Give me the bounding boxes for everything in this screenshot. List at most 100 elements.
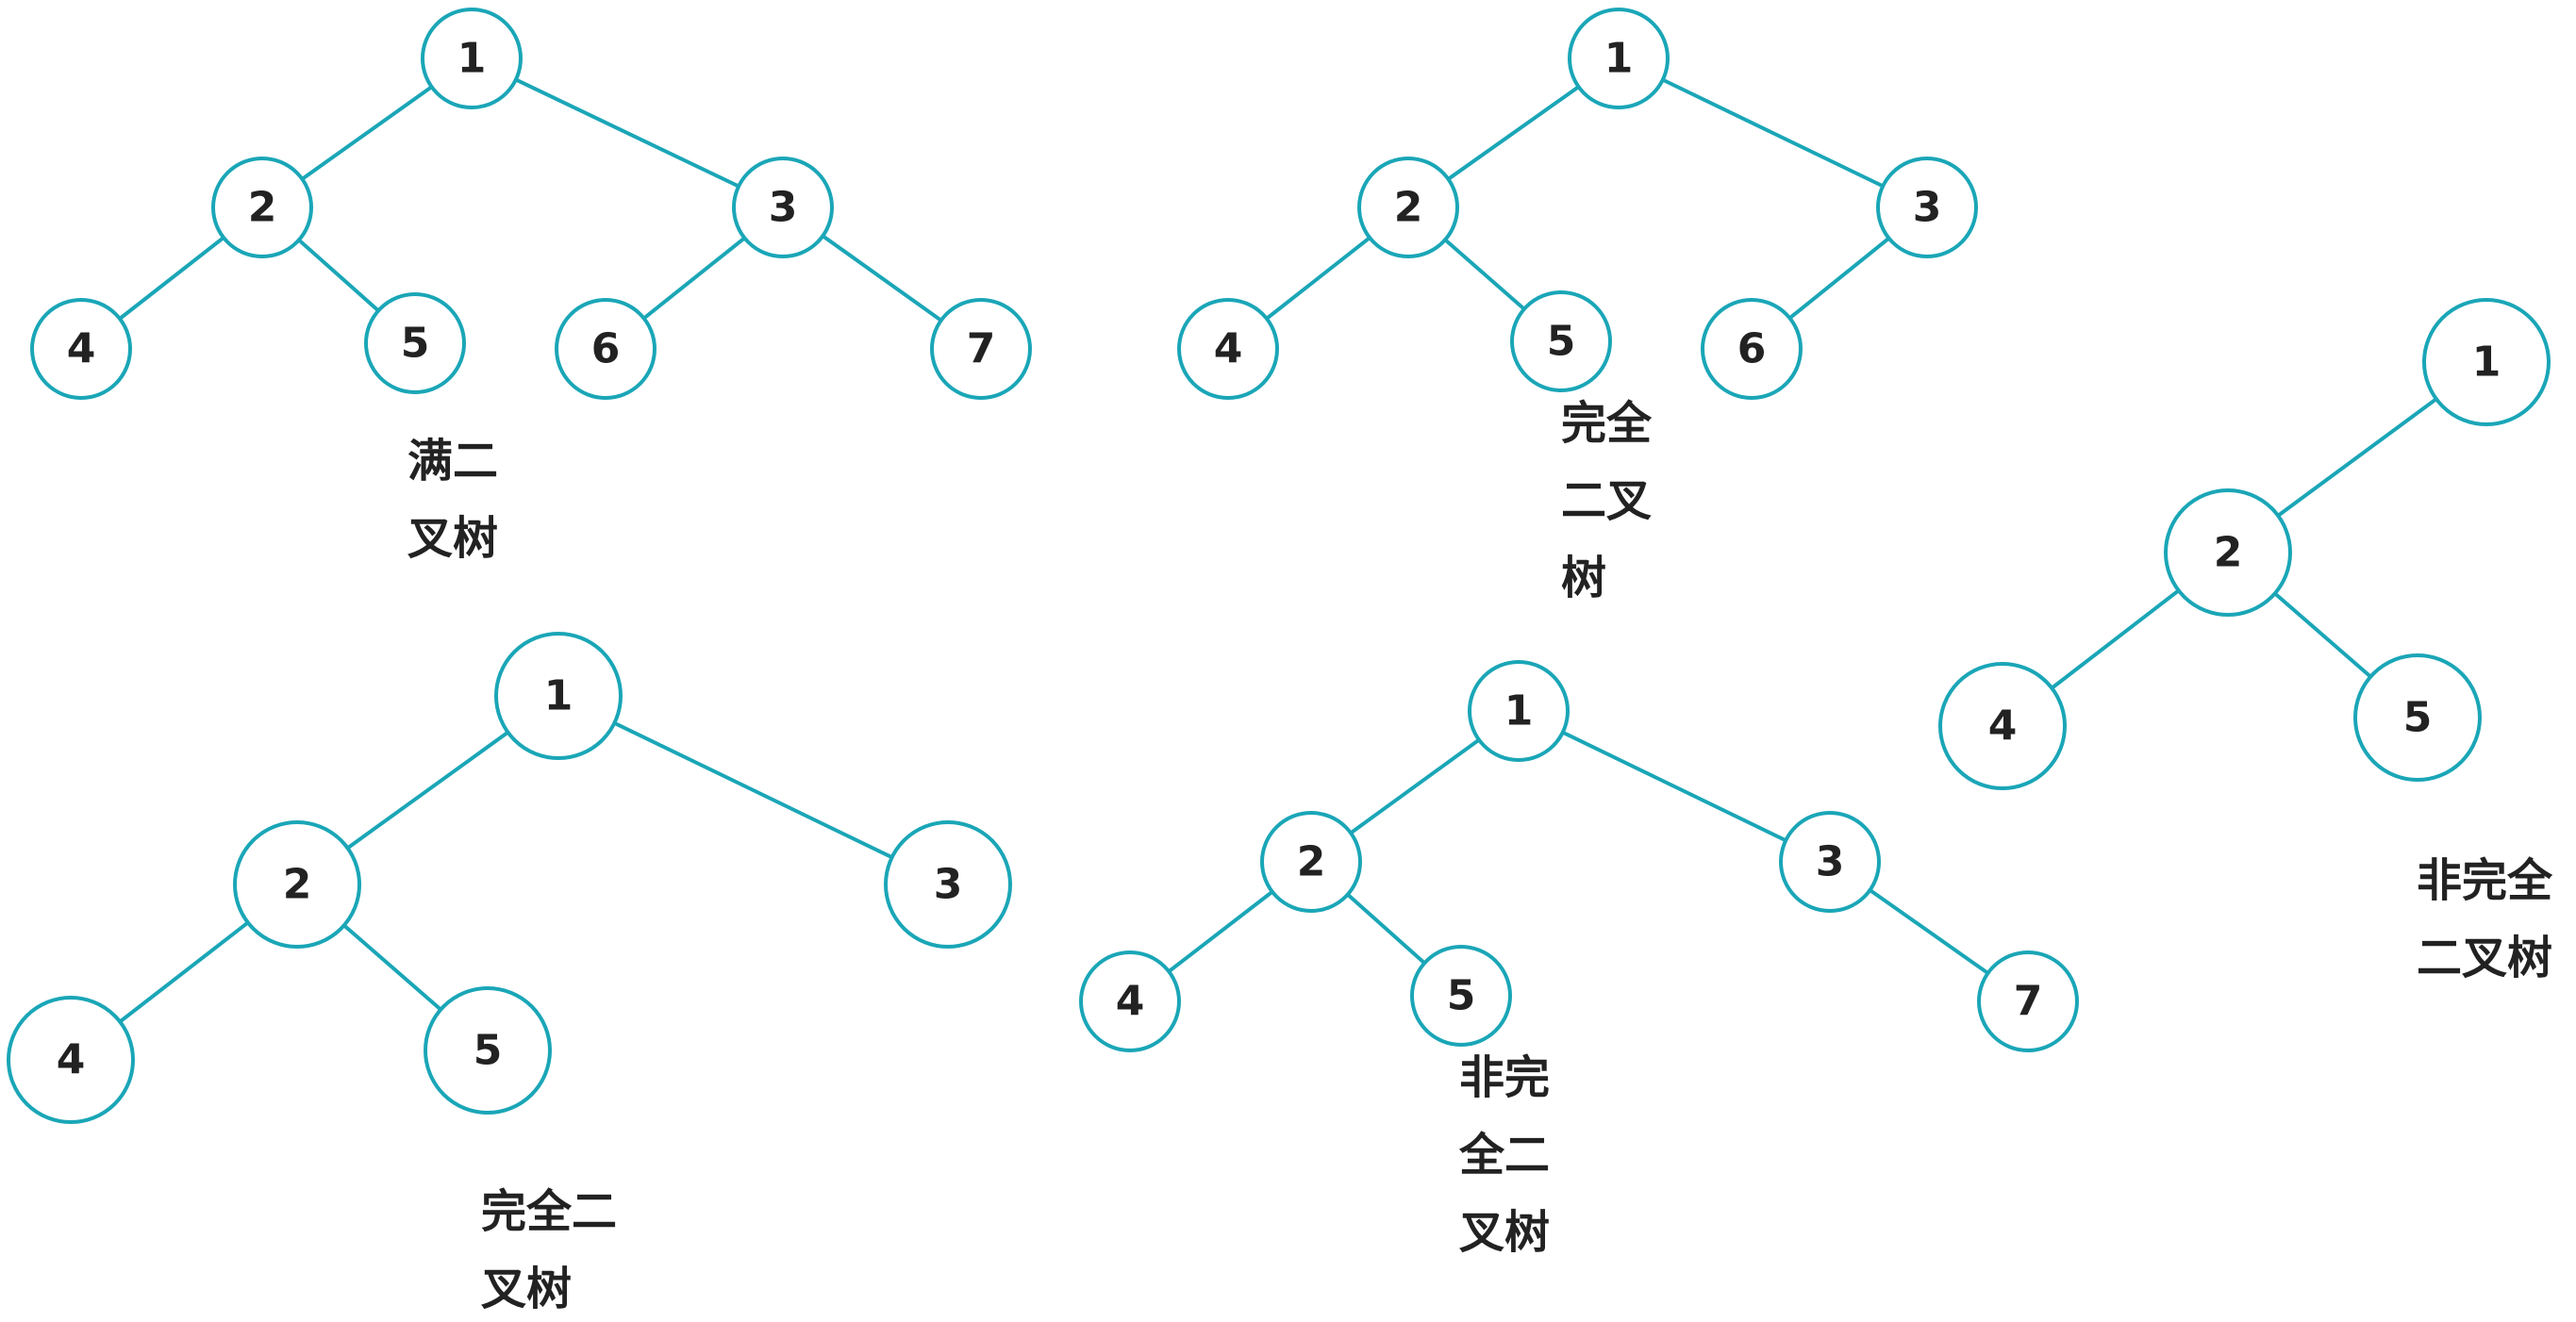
caption-tree-e: 非完 全二 叉树 — [1459, 1039, 1550, 1271]
node-label: 4 — [1116, 978, 1145, 1026]
tree-e-edge-1-3 — [1561, 730, 1787, 843]
node-label: 3 — [769, 184, 798, 232]
tree-a-edge-2-4 — [118, 236, 225, 321]
node-label: 4 — [67, 325, 96, 373]
tree-a-node-1: 1 — [421, 8, 523, 109]
node-circle — [2164, 488, 2292, 617]
tree-e-node-7: 7 — [1977, 950, 2079, 1052]
node-label: 1 — [1604, 35, 1634, 83]
tree-d-node-5: 5 — [424, 986, 552, 1115]
node-label: 5 — [1547, 318, 1576, 366]
tree-e-node-5: 5 — [1410, 945, 1512, 1047]
tree-d-edge-1-2 — [346, 731, 509, 850]
node-circle — [2422, 298, 2551, 426]
node-circle — [424, 986, 552, 1115]
node-circle — [2353, 653, 2482, 782]
node-label: 1 — [1504, 687, 1534, 735]
node-circle — [494, 632, 623, 760]
tree-a-edge-3-6 — [642, 236, 746, 321]
tree-e-node-2: 2 — [1260, 811, 1362, 913]
tree-b-edge-1-2 — [1447, 85, 1580, 181]
edges-layer — [118, 77, 2438, 1024]
node-label: 5 — [474, 1027, 503, 1075]
node-label: 3 — [1913, 184, 1942, 232]
caption-line: 二叉树 — [2417, 932, 2553, 984]
node-circle — [732, 157, 834, 258]
caption-line: 完全 — [1561, 397, 1653, 450]
caption-tree-c: 非完全 二叉树 — [2417, 842, 2552, 997]
tree-a-edge-2-5 — [297, 239, 380, 312]
caption-tree-b: 完全 二叉 树 — [1561, 385, 1652, 617]
tree-e-node-4: 4 — [1079, 950, 1181, 1052]
node-label: 2 — [248, 184, 277, 232]
tree-d-node-2: 2 — [233, 820, 361, 949]
tree-a-node-4: 4 — [30, 298, 132, 400]
tree-a-node-2: 2 — [211, 157, 313, 258]
tree-b-edge-3-6 — [1788, 237, 1890, 320]
node-label: 2 — [2214, 529, 2243, 577]
node-circle — [1079, 950, 1181, 1052]
node-circle — [930, 298, 1032, 400]
tree-d-edge-2-5 — [342, 923, 442, 1012]
tree-b-node-5: 5 — [1510, 290, 1612, 392]
tree-d-edge-2-4 — [118, 920, 250, 1024]
tree-a-edge-3-7 — [822, 234, 942, 322]
tree-a-node-6: 6 — [555, 298, 656, 400]
tree-c-node-2: 2 — [2164, 488, 2292, 617]
node-circle — [1468, 660, 1570, 762]
node-circle — [555, 298, 656, 400]
node-label: 5 — [2403, 694, 2433, 742]
tree-d-edge-1-3 — [613, 720, 893, 860]
caption-line: 树 — [1561, 552, 1607, 604]
tree-c-node-4: 4 — [1938, 662, 2067, 790]
tree-d-node-3: 3 — [884, 820, 1012, 949]
tree-b-node-3: 3 — [1876, 157, 1978, 258]
node-circle — [1876, 157, 1978, 258]
node-circle — [30, 298, 132, 400]
tree-a-edge-1-3 — [515, 77, 740, 189]
node-label: 1 — [457, 35, 487, 83]
tree-b-edge-2-4 — [1265, 236, 1371, 321]
node-circle — [1357, 157, 1459, 258]
tree-b-node-4: 4 — [1177, 298, 1279, 400]
caption-line: 非完全 — [2417, 854, 2553, 907]
tree-c-node-5: 5 — [2353, 653, 2482, 782]
node-circle — [1177, 298, 1279, 400]
tree-d-node-1: 1 — [494, 632, 623, 760]
caption-line: 叉树 — [481, 1263, 573, 1315]
node-circle — [1779, 811, 1881, 913]
node-circle — [1260, 811, 1362, 913]
tree-b-edge-2-5 — [1443, 238, 1526, 311]
node-circle — [211, 157, 313, 258]
node-label: 5 — [1447, 972, 1476, 1020]
tree-e-node-1: 1 — [1468, 660, 1570, 762]
node-label: 4 — [1214, 325, 1243, 373]
node-label: 1 — [2472, 339, 2501, 387]
tree-b-node-1: 1 — [1568, 8, 1670, 109]
tree-e-edge-2-5 — [1346, 893, 1426, 965]
caption-tree-d: 完全二 叉树 — [481, 1173, 617, 1322]
caption-tree-a: 满二 叉树 — [407, 422, 498, 577]
node-label: 6 — [591, 325, 621, 373]
node-circle — [233, 820, 361, 949]
tree-c-edge-2-4 — [2051, 588, 2180, 690]
tree-e-node-3: 3 — [1779, 811, 1881, 913]
caption-line: 满二 — [407, 435, 499, 487]
node-label: 4 — [1988, 702, 2018, 751]
node-label: 2 — [283, 861, 312, 909]
caption-line: 全二 — [1459, 1129, 1551, 1182]
caption-line: 叉树 — [407, 512, 499, 565]
tree-b-node-6: 6 — [1701, 298, 1803, 400]
node-circle — [1938, 662, 2067, 790]
node-label: 2 — [1297, 838, 1326, 886]
node-label: 7 — [967, 325, 996, 373]
node-circle — [884, 820, 1012, 949]
node-circle — [1410, 945, 1512, 1047]
node-label: 3 — [934, 861, 963, 909]
node-circle — [421, 8, 523, 109]
tree-a-node-5: 5 — [364, 292, 466, 394]
node-circle — [364, 292, 466, 394]
node-label: 2 — [1394, 184, 1423, 232]
